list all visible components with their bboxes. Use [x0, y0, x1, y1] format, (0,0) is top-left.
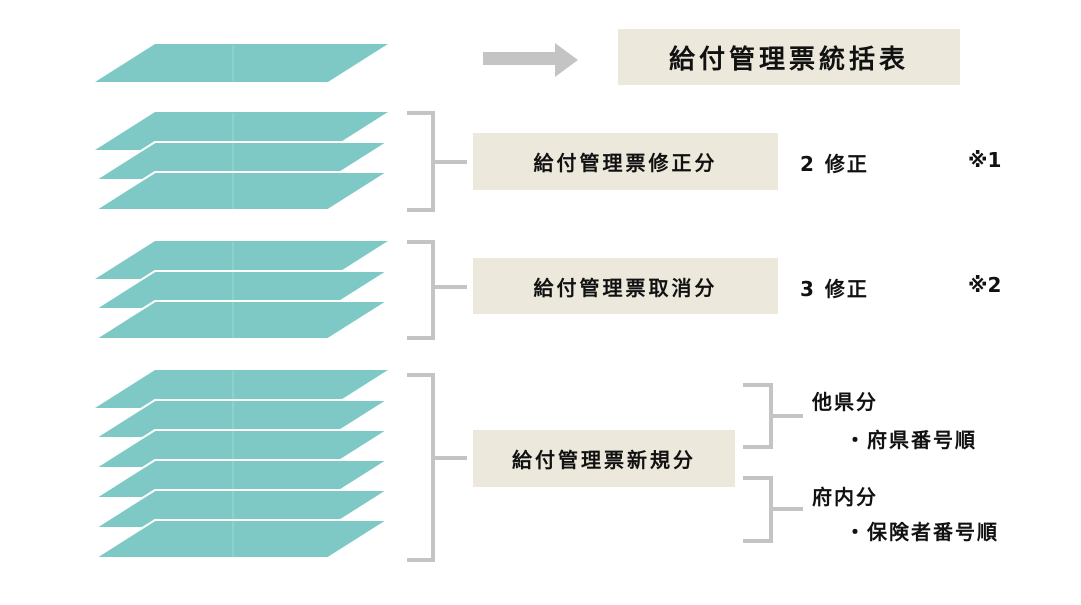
correction-group-label: 給付管理票修正分	[533, 151, 718, 175]
sheet-stacks	[91, 44, 392, 559]
cancellation-revision: 3 修正	[800, 277, 869, 301]
correction-group-box: 給付管理票修正分	[473, 133, 778, 190]
summary-sheet	[95, 44, 388, 82]
cancellation-sheet	[91, 300, 392, 340]
other-prefecture-label: 他県分	[812, 390, 878, 414]
in-prefecture-bracket	[743, 476, 803, 543]
correction-revision: 2 修正	[800, 152, 869, 176]
summary-sheet-stack	[95, 44, 388, 82]
cancellation-group-box: 給付管理票取消分	[473, 258, 778, 314]
new-sheet	[91, 519, 392, 559]
summary-title-label: 給付管理票統括表	[668, 44, 909, 75]
correction-bracket	[407, 111, 467, 212]
correction-sheet	[91, 171, 392, 211]
new-sheet-stack	[91, 370, 392, 559]
cancellation-group-label: 給付管理票取消分	[533, 275, 718, 300]
correction-note: ※1	[968, 148, 1002, 172]
new-sheet	[95, 370, 388, 408]
cancellation-sheet-stack	[91, 241, 392, 340]
arrow-head	[555, 43, 578, 77]
other-prefecture-bracket	[743, 383, 803, 449]
in-prefecture-label: 府内分	[812, 485, 878, 509]
cancellation-bracket	[407, 240, 467, 340]
new-group-box: 給付管理票新規分	[473, 430, 735, 487]
right-arrow-icon	[483, 43, 578, 77]
cancellation-sheet	[95, 241, 388, 279]
in-prefecture-order: ・保険者番号順	[845, 520, 999, 544]
summary-title-box: 給付管理票統括表	[618, 29, 960, 85]
new-group-label: 給付管理票新規分	[512, 448, 696, 472]
brackets	[407, 111, 803, 562]
arrow-shaft	[483, 52, 557, 65]
correction-sheet	[95, 112, 388, 150]
cancellation-note: ※2	[968, 273, 1002, 297]
correction-sheet-stack	[91, 112, 392, 211]
other-prefecture-order: ・府県番号順	[845, 428, 977, 452]
new-bracket	[407, 373, 467, 562]
